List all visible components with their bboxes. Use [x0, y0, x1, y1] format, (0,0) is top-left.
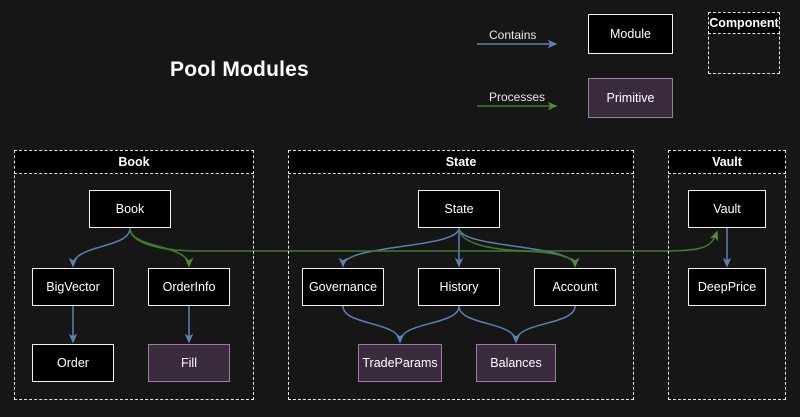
- node-label-vault: Vault: [713, 202, 741, 216]
- node-label-governance: Governance: [309, 280, 377, 294]
- legend-shape-module-label: Module: [610, 27, 651, 41]
- node-vault[interactable]: Vault: [688, 190, 766, 228]
- page-title: Pool Modules: [170, 58, 309, 82]
- group-label-vault: Vault: [712, 155, 742, 169]
- node-label-orderinfo: OrderInfo: [163, 280, 216, 294]
- legend-label-contains: Contains: [489, 28, 536, 42]
- group-label-state: State: [446, 155, 477, 169]
- node-order[interactable]: Order: [32, 344, 114, 382]
- legend-shape-primitive-label: Primitive: [607, 91, 655, 105]
- node-balances[interactable]: Balances: [476, 344, 556, 382]
- node-deepprice[interactable]: DeepPrice: [688, 268, 766, 306]
- legend-label-processes: Processes: [489, 90, 545, 104]
- group-header-book[interactable]: Book: [14, 150, 254, 174]
- node-state[interactable]: State: [418, 190, 500, 228]
- node-label-tradeparams: TradeParams: [362, 356, 437, 370]
- legend-component-header: Component: [708, 12, 780, 34]
- legend-component-label: Component: [709, 16, 778, 30]
- node-label-bigvector: BigVector: [46, 280, 100, 294]
- node-label-order: Order: [57, 356, 89, 370]
- group-label-book: Book: [118, 155, 149, 169]
- node-label-deepprice: DeepPrice: [698, 280, 756, 294]
- group-header-vault[interactable]: Vault: [668, 150, 786, 174]
- node-history[interactable]: History: [418, 268, 500, 306]
- node-account[interactable]: Account: [534, 268, 616, 306]
- legend-shape-module: Module: [588, 14, 673, 54]
- node-fill[interactable]: Fill: [148, 344, 230, 382]
- node-orderinfo[interactable]: OrderInfo: [148, 268, 230, 306]
- node-book[interactable]: Book: [89, 190, 171, 228]
- node-label-book: Book: [116, 202, 145, 216]
- node-label-state: State: [444, 202, 473, 216]
- node-bigvector[interactable]: BigVector: [32, 268, 114, 306]
- node-governance[interactable]: Governance: [302, 268, 384, 306]
- node-label-history: History: [440, 280, 479, 294]
- group-header-state[interactable]: State: [288, 150, 634, 174]
- node-label-account: Account: [552, 280, 597, 294]
- node-label-balances: Balances: [490, 356, 541, 370]
- legend-shape-primitive: Primitive: [588, 78, 673, 118]
- node-label-fill: Fill: [181, 356, 197, 370]
- node-tradeparams[interactable]: TradeParams: [358, 344, 442, 382]
